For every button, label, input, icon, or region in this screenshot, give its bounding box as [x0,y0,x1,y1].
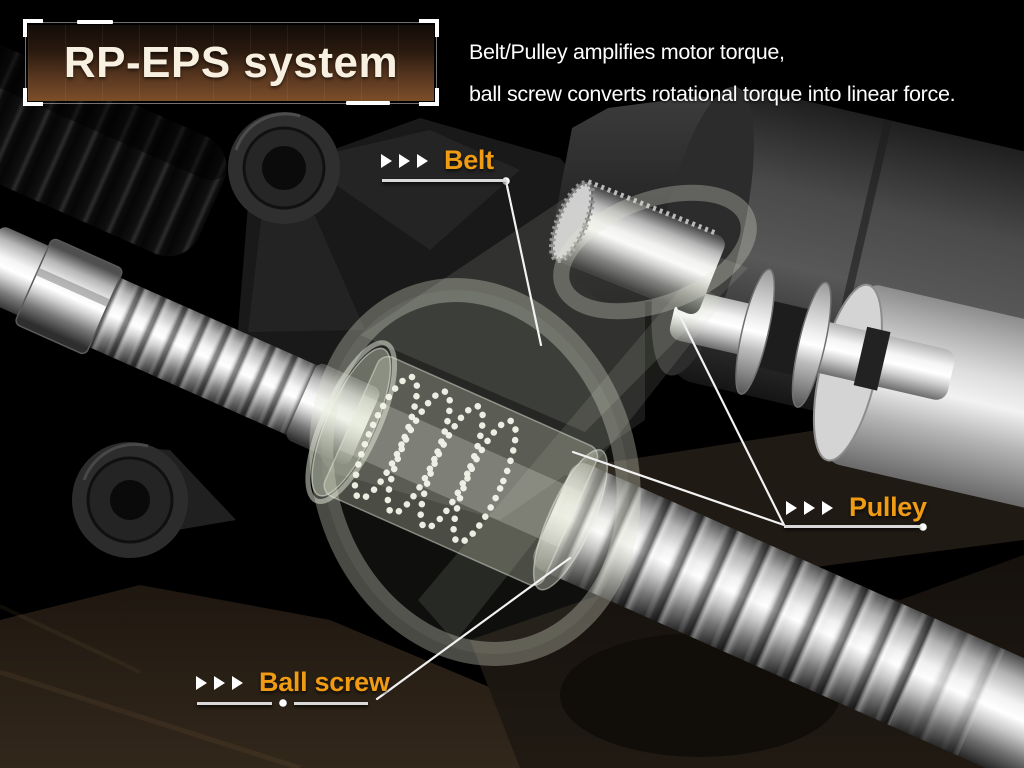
bearing-ball-rings [351,373,519,546]
title-frame-line [436,22,437,104]
motor-shaft-discs [669,268,955,408]
title-frame-line [25,103,437,104]
title-frame-tick [77,20,113,24]
pulley-label-text: Pulley [849,492,927,522]
title-frame-tick [346,101,390,105]
mounting-ring-top [228,112,340,224]
belt [309,184,757,666]
pulley-label-underline [784,525,920,528]
ball-screw-label-underline [294,702,368,705]
pulley-label: Pulley [786,492,927,523]
title-panel: RP-EPS system [23,18,439,106]
mounting-ring-bottom [72,442,188,558]
ball-screw-label-underline [197,702,272,705]
ball-screw-label: Ball screw [196,667,390,698]
pulley-leader-line-b [674,306,786,527]
pulley-leader-line-a [571,450,786,527]
pulley-anchor-dot [919,523,927,531]
motor-pulley [549,179,725,315]
belt-leader-line [504,179,543,347]
description-line-2: ball screw converts rotational torque in… [469,82,956,106]
title-frame-line [25,22,437,23]
triple-arrow-icon [381,153,435,168]
description-line-1: Belt/Pulley amplifies motor torque, [469,40,785,64]
corner-bracket-icon [419,19,439,37]
triple-arrow-icon [786,500,840,515]
corner-bracket-icon [419,88,439,106]
leader-lines [375,179,786,701]
belt-label-underline [382,179,506,182]
triple-arrow-icon [196,675,250,690]
belt-label-text: Belt [444,145,494,175]
ball-screw-anchor-dot [279,699,287,707]
corner-bracket-icon [23,19,43,37]
ball-nut [305,340,609,591]
corner-bracket-icon [23,88,43,106]
ball-screw-label-text: Ball screw [259,667,390,697]
title-frame-line [25,22,26,104]
page-title: RP-EPS system [63,38,399,87]
title-panel-background [28,25,434,101]
ball-screw-leader-line [375,556,572,701]
description-text: Belt/Pulley amplifies motor torque, ball… [469,31,956,115]
belt-label: Belt [381,145,494,176]
